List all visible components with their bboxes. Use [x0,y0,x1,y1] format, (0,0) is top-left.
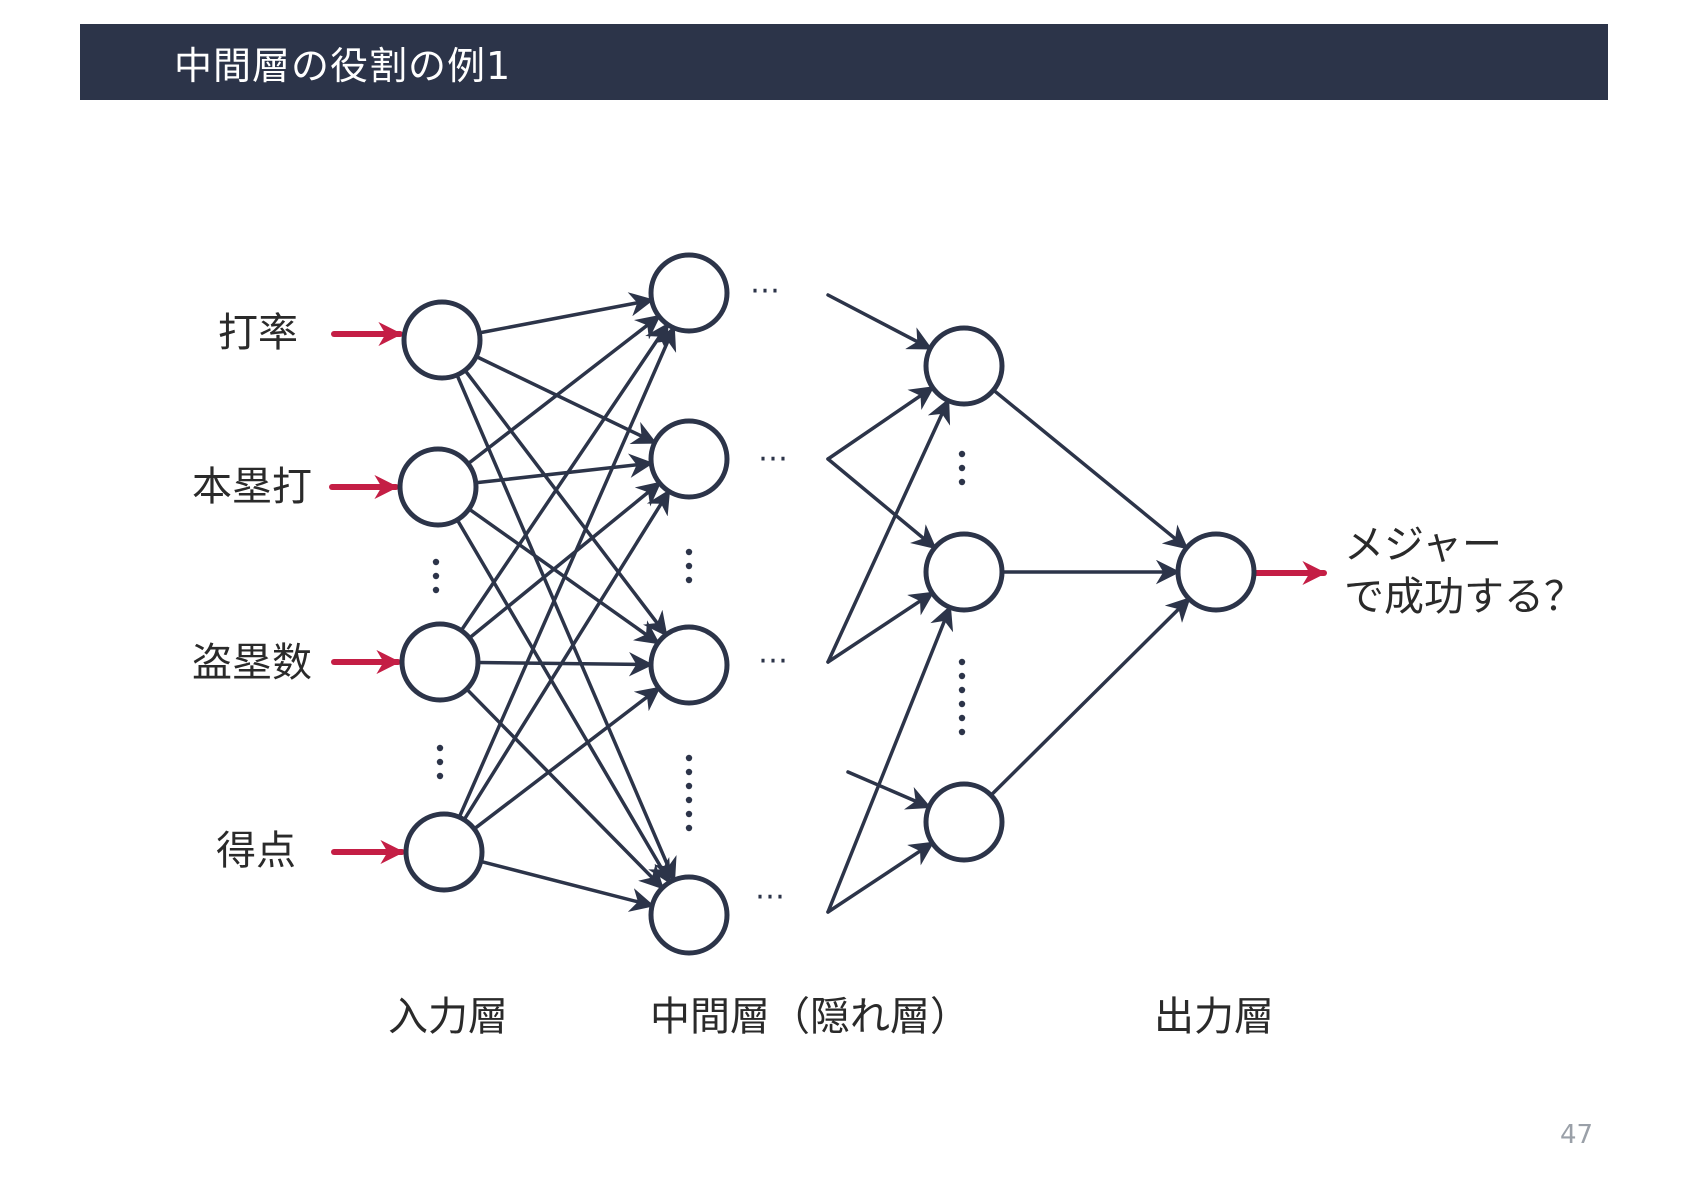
edge-input4-hidden1-1 [457,325,677,819]
output-label-line1: メジャー [1344,522,1502,568]
edge-input2-hidden1-4 [455,518,672,885]
ellipsis-h4: ⋯ [755,879,785,914]
vertical-dots-hidden2-1 [958,450,966,486]
vertical-dots-input-2 [436,744,444,780]
hidden1-node-4 [648,874,730,956]
ellipsis-h3: ⋯ [758,643,788,678]
edge-input3-hidden1-2 [467,481,662,640]
hidden1-node-2 [648,418,730,500]
hidden1-node-3 [648,624,730,706]
input-label-stolen-bases: 盗塁数 [192,640,312,686]
hidden1-node-1 [648,252,730,334]
edge-in-hidden2-1-c [826,398,951,664]
layer-label-hidden: 中間層（隠れ層） [650,994,970,1040]
output-label-line2: で成功する？ [1344,574,1584,620]
page-number: 47 [1560,1120,1594,1150]
input-label-home-runs: 本塁打 [192,464,312,510]
output-node [1175,531,1257,613]
edge-hidden2-3-output [989,597,1191,797]
hidden2-node-1 [923,325,1005,407]
edge-input1-hidden1-3 [463,368,668,637]
edge-in-hidden2-2-b [826,591,935,664]
slide-title: 中間層の役割の例1 [174,43,512,88]
ellipsis-h2: ⋯ [758,441,788,476]
vertical-dots-hidden1-1 [685,548,693,584]
edges-group [329,292,1327,914]
edge-in-hidden2-3-b [826,841,935,914]
vertical-dots-hidden2-2 [958,658,966,736]
input-node-3 [399,621,481,703]
edge-input2-hidden1-2 [474,453,654,485]
edge-hidden2-1-output [991,388,1189,550]
edge-in-hidden2-2-a [826,457,937,550]
vertical-dots-hidden1-2 [685,754,693,832]
edge-input1-hidden1-2 [474,354,657,445]
edge-input4-hidden1-3 [472,686,661,831]
edge-in-hidden2-3-a [846,770,932,810]
edge-in-hidden2-1-a [826,293,933,351]
input-label-batting-average: 打率 [218,310,298,356]
input-node-4 [403,811,485,893]
edge-input3-hidden1-1 [459,322,670,633]
input-node-1 [401,299,483,381]
ellipsis-h1: ⋯ [750,273,780,308]
edge-input2-hidden1-1 [466,314,661,466]
hidden2-node-2 [923,531,1005,613]
input-label-runs: 得点 [216,828,296,874]
title-bar: 中間層の役割の例1 [80,24,1608,100]
input-node-2 [397,446,479,528]
vertical-dots-input-1 [432,558,440,594]
layer-label-input: 入力層 [388,994,508,1040]
layer-label-output: 出力層 [1154,994,1274,1040]
edge-input4-hidden1-4 [479,859,655,912]
edge-input4-hidden1-2 [462,489,671,822]
hidden2-node-3 [923,781,1005,863]
edge-input1-hidden1-4 [455,373,677,883]
edge-input1-hidden1-1 [477,292,655,335]
edge-in-hidden2-2-c [826,605,954,914]
edge-input3-hidden1-3 [476,652,654,677]
nodes-group [397,252,1257,956]
edge-in-hidden2-1-b [826,385,935,461]
